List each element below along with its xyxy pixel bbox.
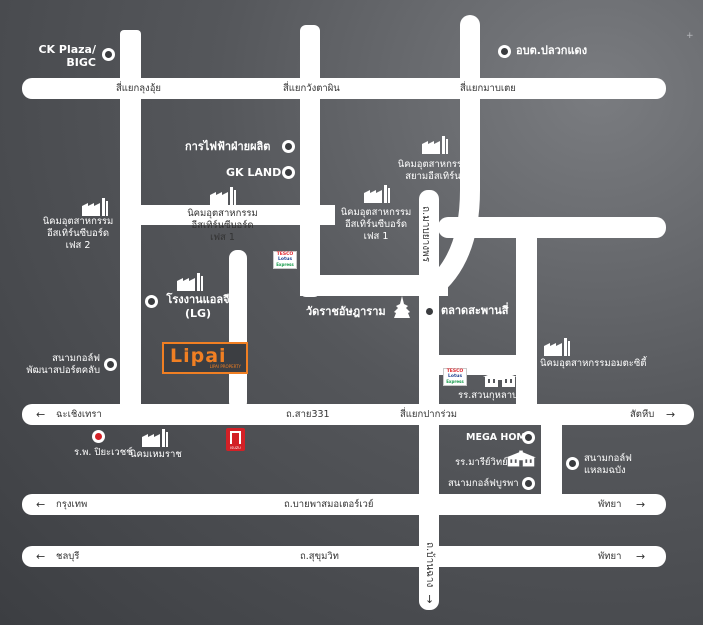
factory-icon: [142, 429, 168, 447]
wat-rat-label: วัดราชอัษฎาราม: [306, 305, 386, 318]
obot-marker[interactable]: [498, 45, 511, 58]
road-sukhumvit: [22, 546, 666, 567]
dir-pattaya-2: พัทยา: [598, 551, 622, 562]
arrow-right-icon: →: [666, 408, 676, 421]
tesco-lotus-1[interactable]: TESCO Lotus Express: [273, 251, 297, 269]
marie-vitaya-label: รร.มารีย์วิทย์: [455, 457, 508, 468]
golf-laem-chabang-marker[interactable]: [566, 457, 579, 470]
hospital-marker[interactable]: [92, 430, 105, 443]
project-logo[interactable]: Lipai LIPAI PROPERTY: [162, 342, 248, 374]
ck-plaza-marker[interactable]: [102, 48, 115, 61]
road-mabyangporn: [420, 15, 480, 300]
talad-label: ตลาดสะพานสี่: [441, 304, 509, 317]
decor-plus: +: [686, 31, 694, 41]
siam-eastern-label: นิคมอุตสาหกรรม สยามอีสเทิร์น: [397, 159, 469, 182]
tesco-1-b: Lotus: [278, 257, 292, 262]
tesco-2-a: TESCO: [446, 369, 464, 374]
factory-icon: [422, 136, 448, 154]
tesco-lotus-2[interactable]: TESCO Lotus Express: [443, 368, 467, 386]
golf-burapha-marker[interactable]: [522, 477, 535, 490]
arrow-down-icon: ↓: [425, 593, 435, 606]
isuzu-logo[interactable]: ISUZU: [226, 428, 245, 451]
isuzu-text: ISUZU: [230, 446, 241, 450]
factory-icon: [177, 273, 203, 291]
arrow-left-icon: ←: [36, 498, 46, 511]
road-sukhumvit-label: ถ.สุขุมวิท: [300, 551, 339, 562]
hospital-label: ร.พ. ปิยะเวชช์: [74, 447, 133, 458]
golf-burapha-label: สนามกอล์ฟบูรพา: [448, 478, 519, 489]
school-icon: [483, 369, 517, 387]
power-plant-label: การไฟฟ้าฝ่ายผลิต: [185, 140, 271, 153]
dir-bangkok: กรุงเทพ: [56, 499, 88, 510]
road-lg: [229, 250, 247, 410]
road-ban-chang-label: ถ.บ้านฉาง: [424, 542, 435, 588]
road-top: [22, 78, 666, 99]
talad-marker[interactable]: [423, 305, 436, 318]
golf-laem-chabang-label: สนามกอล์ฟ แหลมฉบัง: [584, 453, 632, 476]
tesco-2-c: Express: [446, 379, 464, 384]
golf-pattana-marker[interactable]: [104, 358, 117, 371]
gk-land-marker[interactable]: [282, 166, 295, 179]
road-bypass-motorway: [22, 494, 666, 515]
road-331-label: ถ.สาย331: [286, 409, 330, 420]
road-vertical-300: [300, 25, 320, 297]
tesco-1-c: Express: [276, 262, 294, 267]
hemaraj-label: นิคมเหมราช: [130, 449, 182, 460]
junction-wang-ta-pin: สี่แยกวังตาผิน: [283, 83, 340, 94]
road-331: [22, 404, 694, 425]
junction-pakruam: สี่แยกปากร่วม: [400, 409, 458, 420]
junction-lung-ui: สี่แยกลุงอุ้ย: [116, 83, 161, 94]
mega-home-label: MEGA HOME: [466, 432, 533, 443]
junction-map-tae: สี่แยกมาบเตย: [460, 83, 516, 94]
ck-plaza-label: CK Plaza/ BIGC: [38, 43, 96, 69]
suan-kularb-label: รร.สวนกุหลาบ: [458, 390, 519, 401]
road-mabyangporn-label: ถ.มาบยางพร: [420, 206, 431, 263]
power-plant-marker[interactable]: [282, 140, 295, 153]
project-logo-sub: LIPAI PROPERTY: [209, 364, 241, 369]
lg-marker[interactable]: [145, 295, 158, 308]
road-bypass-label: ถ.บายพาสมอเตอร์เวย์: [284, 499, 374, 510]
mega-home-marker[interactable]: [522, 431, 535, 444]
school-icon: [506, 450, 536, 467]
factory-icon: [364, 185, 390, 203]
road-vertical-541: [541, 420, 562, 495]
temple-icon: [394, 296, 410, 318]
ies-phase1-a-label: นิคมอุตสาหกรรม อีสเทิร์นซีบอร์ด เฟส 1: [187, 208, 258, 243]
road-vertical-516: [516, 237, 537, 410]
ies-phase2-label: นิคมอุตสาหกรรม อีสเทิร์นซีบอร์ด เฟส 2: [42, 216, 114, 251]
gk-land-label: GK LAND: [226, 166, 282, 179]
tesco-2-b: Lotus: [448, 374, 462, 379]
dir-chonburi: ชลบุรี: [56, 551, 80, 562]
arrow-right-icon: →: [636, 498, 646, 511]
dir-pattaya-1: พัทยา: [598, 499, 622, 510]
arrow-left-icon: ←: [36, 408, 46, 421]
lg-label: โรงงานแอลจี (LG): [166, 293, 230, 320]
project-logo-name: Lipai: [170, 345, 227, 367]
dir-chachoengsao: ฉะเชิงเทรา: [56, 409, 102, 420]
arrow-right-icon: →: [636, 550, 646, 563]
road-right-218: [438, 217, 666, 238]
road-phase1: [141, 205, 335, 225]
golf-pattana-label: สนามกอล์ฟ พัฒนาสปอร์ตคลับ: [26, 353, 100, 376]
factory-icon: [82, 198, 108, 216]
dir-sattahip: สัตหีบ: [630, 409, 655, 420]
amata-label: นิคมอุตสาหกรรมอมตะซิตี้: [540, 358, 647, 369]
tesco-1-a: TESCO: [276, 252, 294, 257]
road-horizontal-275: [300, 275, 448, 296]
factory-icon: [544, 338, 570, 356]
isuzu-symbol: [230, 431, 241, 444]
ies-phase1-b-label: นิคมอุตสาหกรรม อีสเทิร์นซีบอร์ด เฟส 1: [340, 207, 412, 242]
road-left-vertical: [120, 30, 141, 410]
factory-icon: [210, 187, 236, 205]
arrow-left-icon: ←: [36, 550, 46, 563]
obot-label: อบต.ปลวกแดง: [516, 44, 588, 57]
